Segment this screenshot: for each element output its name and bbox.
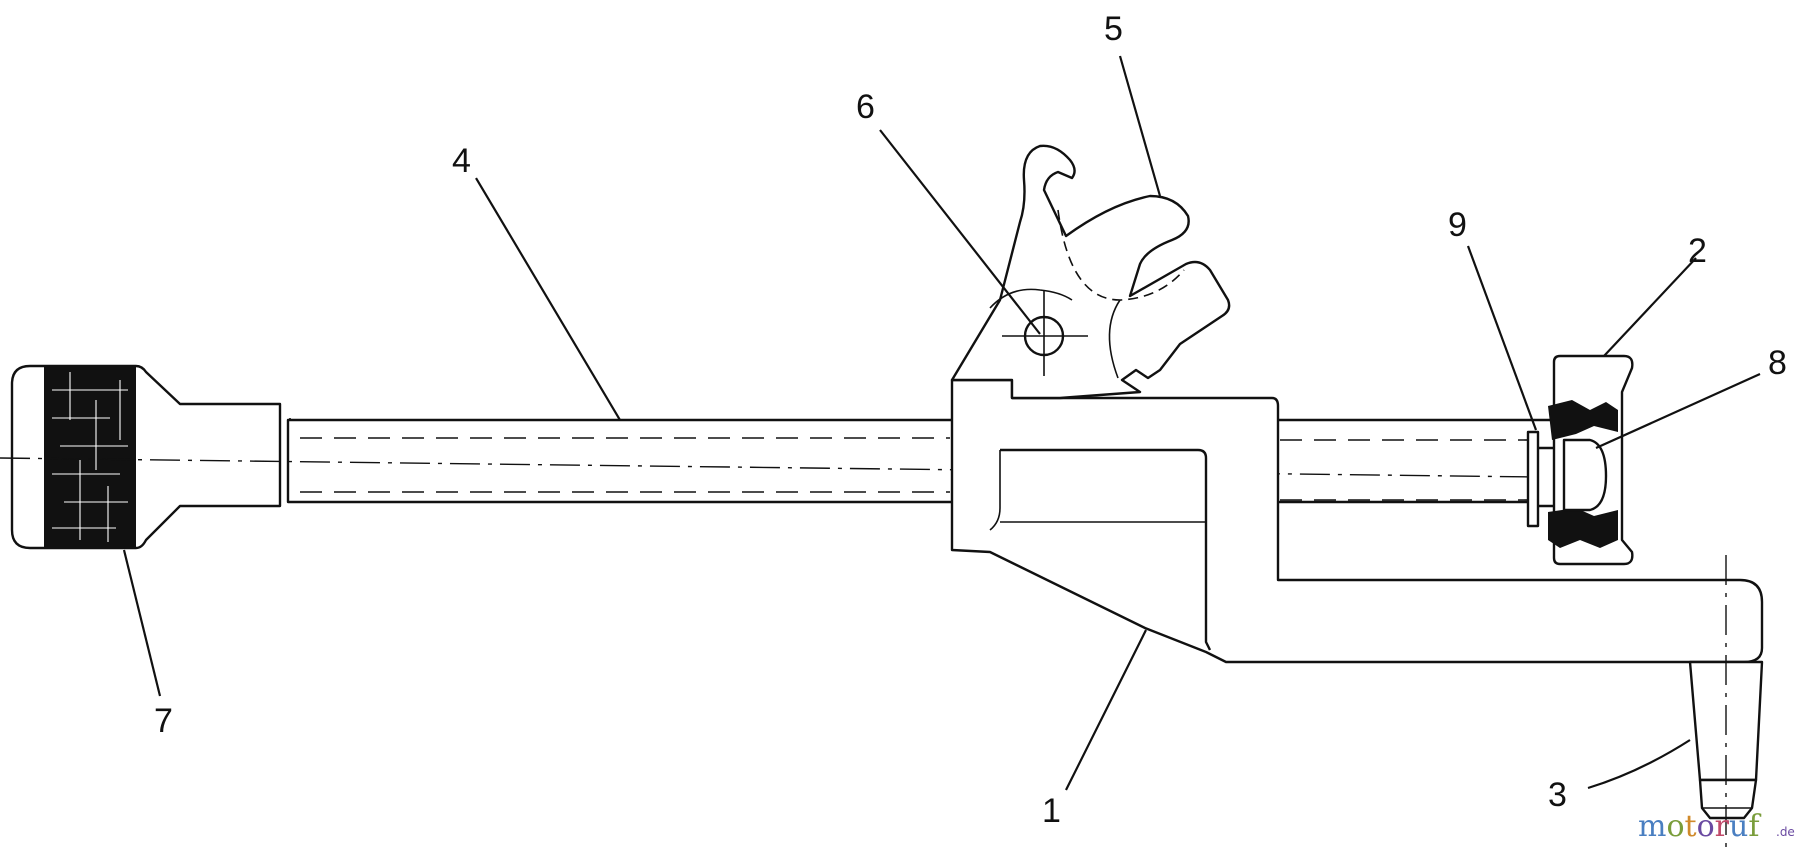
callout-9: 9 <box>1448 206 1467 244</box>
frame-inner-edge <box>989 450 1001 531</box>
callout-4: 4 <box>452 142 471 180</box>
callout-6: 6 <box>856 88 875 126</box>
callout-1: 1 <box>1042 792 1061 830</box>
lever-arc-hidden <box>1057 209 1185 301</box>
watermark-brand: motoruf <box>1638 809 1761 844</box>
hand-wheel-section-top <box>1548 400 1618 440</box>
callout-5: 5 <box>1104 10 1123 48</box>
shaft-centerline <box>0 457 1621 479</box>
locating-pin <box>1688 555 1764 850</box>
callout-2: 2 <box>1688 232 1707 270</box>
shaft <box>0 418 1621 504</box>
leader-3 <box>1587 739 1691 790</box>
leader-9 <box>1466 245 1538 431</box>
callout-7: 7 <box>154 702 173 740</box>
leader-lines <box>122 55 1761 791</box>
lever-body <box>950 144 1231 400</box>
leader-7 <box>122 549 162 697</box>
leader-2 <box>1603 257 1697 357</box>
callout-8: 8 <box>1768 344 1787 382</box>
watermark-tld: .de <box>1776 825 1795 839</box>
leader-4 <box>475 177 621 421</box>
frame-slot <box>1000 448 1212 651</box>
shaft-body <box>286 418 1610 504</box>
clamp-lever <box>950 144 1231 400</box>
callout-3: 3 <box>1548 776 1567 814</box>
bushing <box>1562 438 1608 512</box>
lever-back-edge <box>989 288 1073 309</box>
handle-grip <box>10 364 291 550</box>
grip-knurl <box>44 366 136 548</box>
leader-5 <box>1118 55 1162 197</box>
locking-assembly <box>1526 354 1634 566</box>
hand-wheel-section-bottom <box>1548 508 1618 548</box>
callout-labels: 1 2 3 4 5 6 7 8 9 <box>154 10 1787 830</box>
leader-8 <box>1595 372 1761 450</box>
watermark-logo: motoruf .de <box>1638 809 1795 844</box>
lever-jaw-edge <box>1108 299 1121 379</box>
washer <box>1526 430 1540 528</box>
leader-1 <box>1065 629 1147 791</box>
grip-knurl-lines <box>52 372 128 542</box>
leader-6 <box>879 129 1041 335</box>
